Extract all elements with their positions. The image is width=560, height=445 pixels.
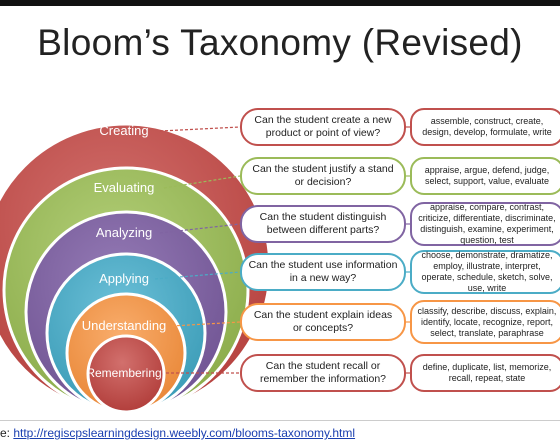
label-applying: Applying <box>99 271 149 286</box>
circle-remembering <box>86 334 166 414</box>
connector-analyzing <box>159 223 241 234</box>
question-box-creating: Can the student create a new product or … <box>240 108 406 146</box>
connector-applying <box>154 271 241 280</box>
label-remembering: Remembering <box>86 366 161 380</box>
top-border <box>0 0 560 6</box>
connector-creating <box>159 126 241 132</box>
bottom-divider <box>0 420 560 421</box>
verbs-box-applying: choose, demonstrate, dramatize, employ, … <box>410 250 560 294</box>
source-line: e: http://regiscpslearningdesign.weebly.… <box>0 426 355 440</box>
verbs-box-understanding: classify, describe, discuss, explain, id… <box>410 300 560 344</box>
page-title: Bloom’s Taxonomy (Revised) <box>37 22 523 63</box>
verbs-box-creating: assemble, construct, create, design, dev… <box>410 108 560 146</box>
label-evaluating: Evaluating <box>94 180 155 195</box>
connector-evaluating <box>163 175 241 189</box>
verbs-box-analyzing: appraise, compare, contrast, criticize, … <box>410 202 560 246</box>
connector-understanding <box>171 321 241 327</box>
question-box-applying: Can the student use information in a new… <box>240 253 406 291</box>
question-box-evaluating: Can the student justify a stand or decis… <box>240 157 406 195</box>
label-analyzing: Analyzing <box>96 225 152 240</box>
label-creating: Creating <box>99 123 148 138</box>
question-box-understanding: Can the student explain ideas or concept… <box>240 303 406 341</box>
question-box-analyzing: Can the student distinguish between diff… <box>240 205 406 243</box>
source-prefix: e: <box>0 426 14 440</box>
verbs-box-evaluating: appraise, argue, defend, judge, select, … <box>410 157 560 195</box>
verbs-box-remembering: define, duplicate, list, memorize, recal… <box>410 354 560 392</box>
question-box-remembering: Can the student recall or remember the i… <box>240 354 406 392</box>
source-link[interactable]: http://regiscpslearningdesign.weebly.com… <box>13 426 356 440</box>
label-understanding: Understanding <box>82 318 167 333</box>
